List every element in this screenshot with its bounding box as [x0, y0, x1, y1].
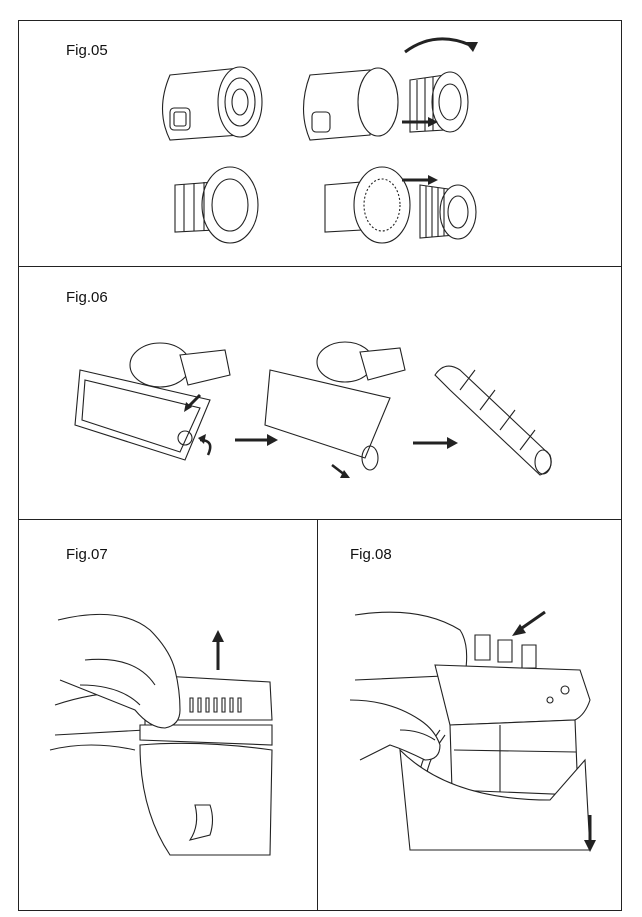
filter-housing-open [325, 167, 410, 243]
floor-brush-head-open [265, 342, 405, 470]
filter-housing [175, 167, 258, 243]
hepa-filter [420, 185, 476, 239]
battery-vent-slots [190, 698, 241, 712]
panel-divider [18, 519, 622, 520]
fig-05-illustration [140, 30, 478, 245]
dust-container-closed [163, 67, 263, 140]
panel-divider-vertical [317, 520, 318, 911]
fig-07-label: Fig.07 [66, 546, 108, 563]
brush-roller [435, 366, 551, 475]
panel-divider [18, 266, 622, 267]
floor-brush-head [75, 343, 230, 460]
manual-page-frame [18, 20, 622, 911]
dust-container-open [304, 68, 399, 140]
fig-06-illustration [70, 330, 570, 478]
cyclone-filter-assembly [410, 72, 468, 132]
fig-07-illustration [40, 600, 300, 860]
fig-08-label: Fig.08 [350, 546, 392, 563]
fig-06-label: Fig.06 [66, 289, 108, 306]
fig-08-illustration [350, 600, 596, 852]
fig-05-label: Fig.05 [66, 42, 108, 59]
battery-connectors [475, 635, 536, 668]
